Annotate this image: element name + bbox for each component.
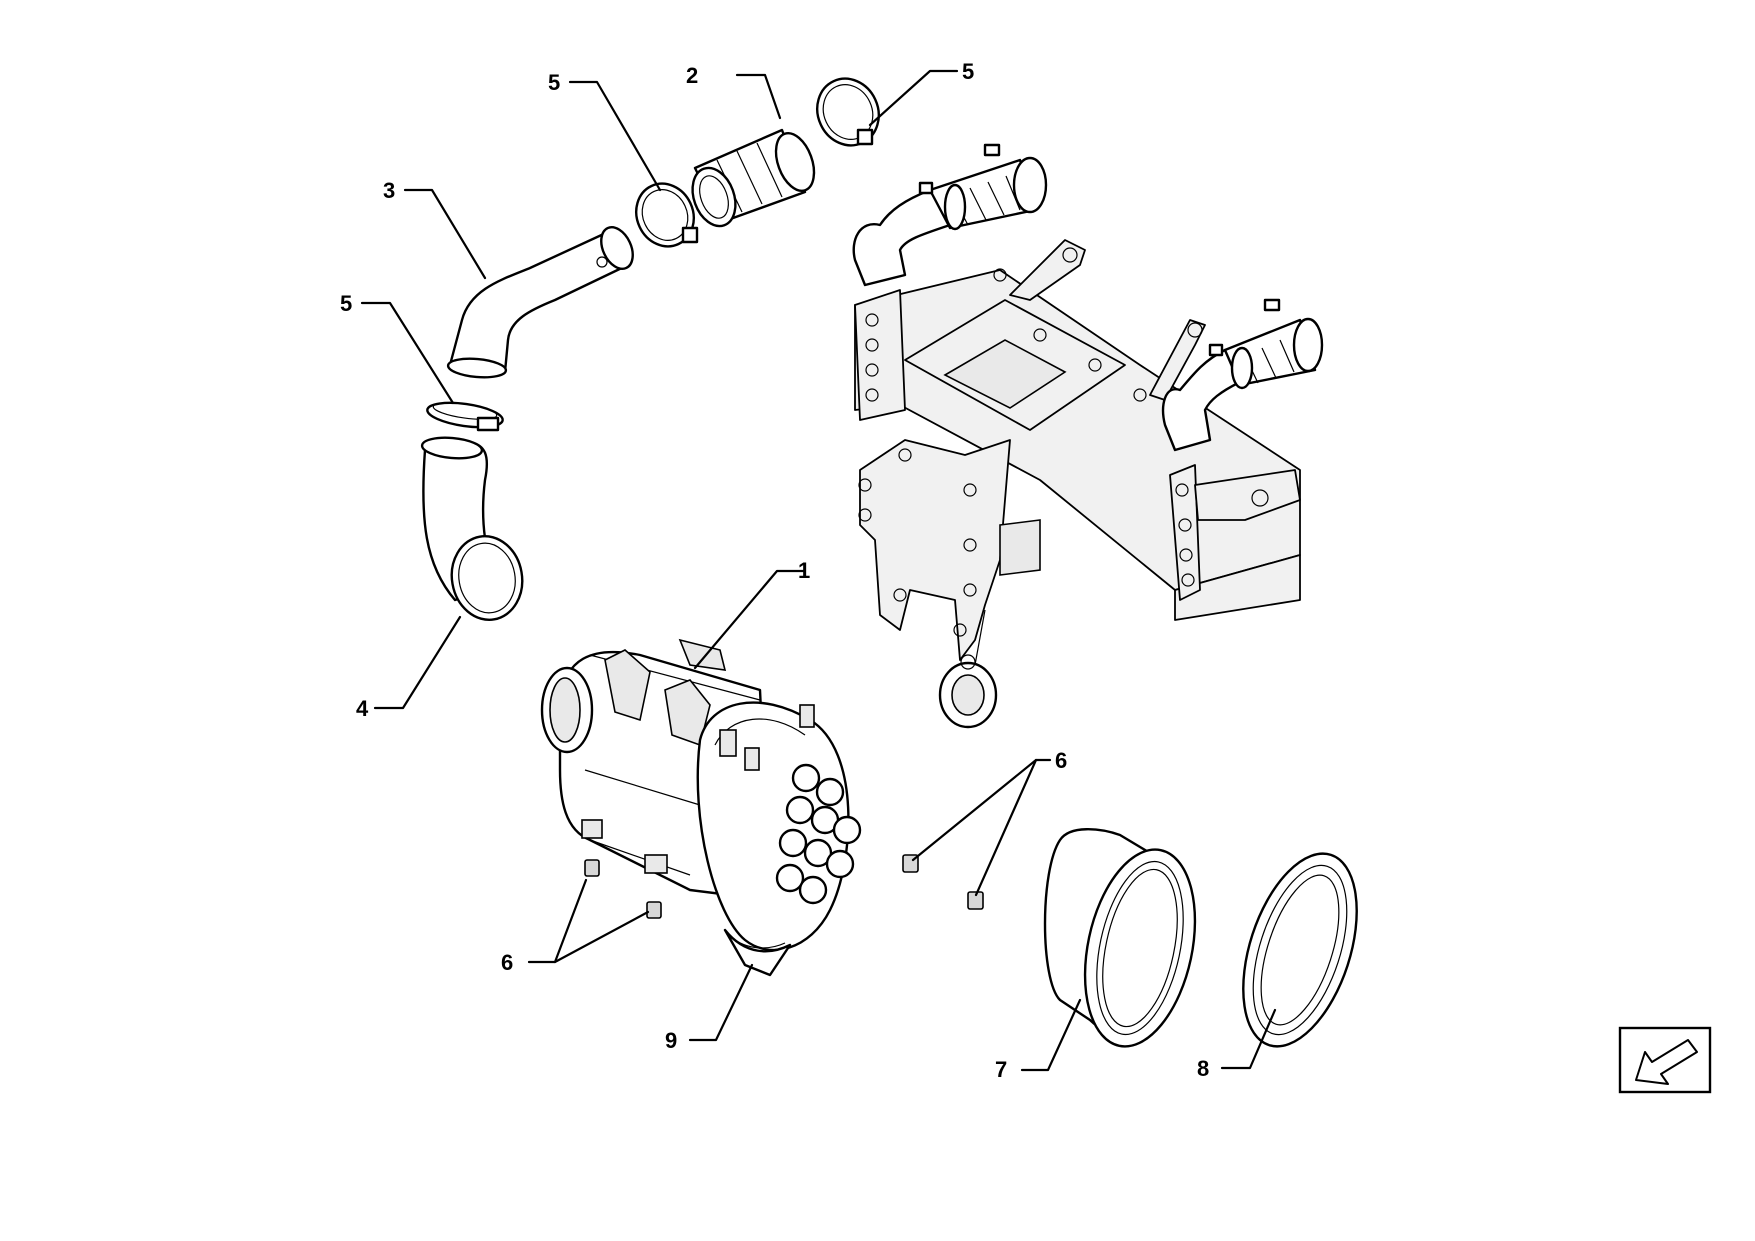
arrow-down-left-icon bbox=[1618, 1026, 1712, 1094]
callout-5-upper-left: 5 bbox=[548, 70, 560, 95]
cyclone-tube-array bbox=[775, 763, 862, 905]
callout-1: 1 bbox=[798, 558, 810, 583]
part-3-elbow-pipe bbox=[446, 226, 634, 379]
callout-2: 2 bbox=[686, 63, 698, 88]
mounting-frame-assembly bbox=[852, 143, 1324, 729]
part-6-clip-lower-left-1 bbox=[584, 859, 600, 877]
part-2-bellows-hose bbox=[691, 128, 816, 228]
callout-5-left: 5 bbox=[340, 291, 352, 316]
part-1-air-filter-housing bbox=[540, 638, 862, 952]
callout-5-upper-right: 5 bbox=[962, 59, 974, 84]
part-5-clamp-upper-left bbox=[635, 182, 699, 248]
callout-9: 9 bbox=[665, 1028, 677, 1053]
callout-6-left: 6 bbox=[501, 950, 513, 975]
callout-7: 7 bbox=[995, 1057, 1007, 1082]
part-6-clip-lower-left-2 bbox=[646, 901, 662, 919]
callout-4: 4 bbox=[356, 696, 369, 721]
part-8-seal-ring bbox=[1242, 852, 1358, 1048]
part-5-clamp-upper-right bbox=[816, 77, 880, 147]
part-7-filter-element bbox=[1043, 828, 1197, 1048]
leader-lines bbox=[360, 69, 1277, 1072]
part-6-clip-right-2 bbox=[967, 891, 984, 910]
callout-3: 3 bbox=[383, 178, 395, 203]
part-4-elbow-hose bbox=[420, 436, 524, 622]
part-9-dust-valve bbox=[723, 928, 792, 977]
callouts: 1 2 3 4 5 5 5 6 6 7 8 9 bbox=[340, 59, 1209, 1082]
callout-6-right: 6 bbox=[1055, 748, 1067, 773]
part-5-clamp-lower bbox=[426, 401, 504, 432]
callout-8: 8 bbox=[1197, 1056, 1209, 1081]
